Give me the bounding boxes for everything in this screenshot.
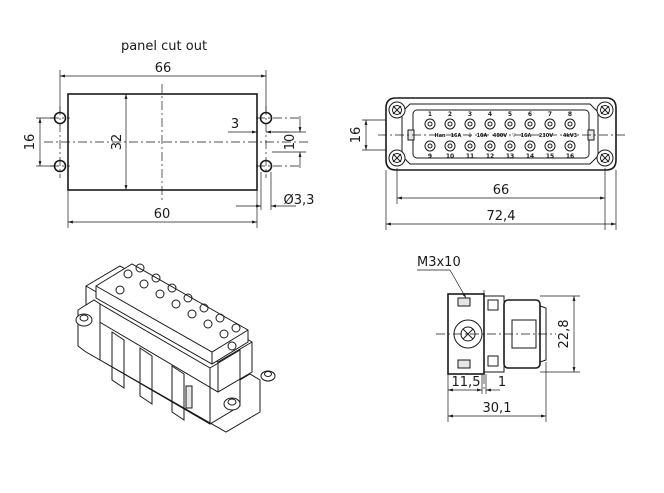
contact-16 — [564, 140, 576, 152]
iso-screw-left — [75, 313, 93, 327]
panel-cutout-view: panel cut out 66 32 60 16 — [23, 39, 314, 228]
contact-7 — [544, 118, 556, 130]
front-corner-screw-bottom-left — [388, 149, 406, 167]
contact-15 — [544, 140, 556, 152]
screw-label: M3x10 — [417, 255, 461, 270]
rating-text: Han — [434, 133, 446, 139]
rating-text: ▽ — [512, 133, 516, 139]
front-corner-screw-top-left — [388, 101, 406, 119]
pin-label: 15 — [546, 153, 554, 160]
contact-10 — [444, 140, 456, 152]
dim-front-66: 66 — [493, 183, 510, 198]
dim-side-length: 30,1 — [483, 401, 512, 416]
contact-9 — [424, 140, 436, 152]
rating-text: 16A — [451, 133, 462, 139]
pin-label: 1 — [428, 111, 432, 118]
dim-cutout-32: 32 — [110, 134, 125, 151]
rating-text: ⏚ — [467, 132, 472, 139]
dim-cutout-66: 66 — [155, 61, 172, 76]
contact-13 — [504, 140, 516, 152]
front-outer-frame — [385, 97, 617, 171]
contact-8 — [564, 118, 576, 130]
iso-screw-bottom — [223, 397, 241, 411]
pin-label: 11 — [466, 153, 474, 160]
pin-label: 10 — [446, 153, 454, 160]
dim-side-11-5: 11,5 — [452, 375, 481, 390]
pin-label: 16 — [566, 153, 574, 160]
pin-label: 9 — [428, 153, 432, 160]
front-insert-outline — [401, 103, 599, 165]
pin-label: 3 — [468, 111, 472, 118]
rating-text: 10A — [477, 133, 488, 139]
pin-label: 6 — [528, 111, 532, 118]
dim-cutout-hole-diameter: Ø3,3 — [284, 193, 315, 208]
contact-12 — [484, 140, 496, 152]
pin-label: 7 — [548, 111, 552, 118]
contact-11 — [464, 140, 476, 152]
contact-14 — [524, 140, 536, 152]
rating-text: 230V — [539, 133, 553, 139]
contact-4 — [484, 118, 496, 130]
iso-screw-right — [260, 370, 276, 382]
cutout-title: panel cut out — [121, 39, 207, 54]
connector-isometric-view — [75, 263, 276, 433]
pin-label: 5 — [508, 111, 512, 118]
rating-text: 4kV3 — [563, 133, 578, 139]
pin-label: 14 — [526, 153, 534, 160]
pin-label: 2 — [448, 111, 452, 118]
contact-1 — [424, 118, 436, 130]
contact-5 — [504, 118, 516, 130]
rating-text: 400V — [493, 133, 507, 139]
dim-cutout-3: 3 — [231, 117, 239, 132]
dim-cutout-60: 60 — [154, 207, 171, 222]
contact-3 — [464, 118, 476, 130]
pin-label: 4 — [488, 111, 492, 118]
connector-front-view: 1 2 3 4 5 6 7 8 9 10 11 12 13 14 15 16 H… — [349, 97, 628, 230]
front-corner-screw-bottom-right — [596, 149, 614, 167]
front-corner-screw-top-right — [596, 101, 614, 119]
dim-cutout-10: 10 — [283, 134, 298, 151]
dim-front-72-4: 72,4 — [487, 209, 516, 224]
pin-label: 8 — [568, 111, 572, 118]
contact-2 — [444, 118, 456, 130]
dim-front-16: 16 — [349, 127, 364, 144]
connector-side-view: M3x10 22,8 11,5 1 3 — [417, 255, 580, 422]
pin-label: 12 — [486, 153, 494, 160]
contact-6 — [524, 118, 536, 130]
pin-label: 13 — [506, 153, 514, 160]
rating-text: 16A — [521, 133, 532, 139]
dim-side-height: 22,8 — [557, 320, 572, 349]
dim-cutout-16: 16 — [23, 134, 38, 151]
dim-side-1: 1 — [498, 375, 506, 390]
